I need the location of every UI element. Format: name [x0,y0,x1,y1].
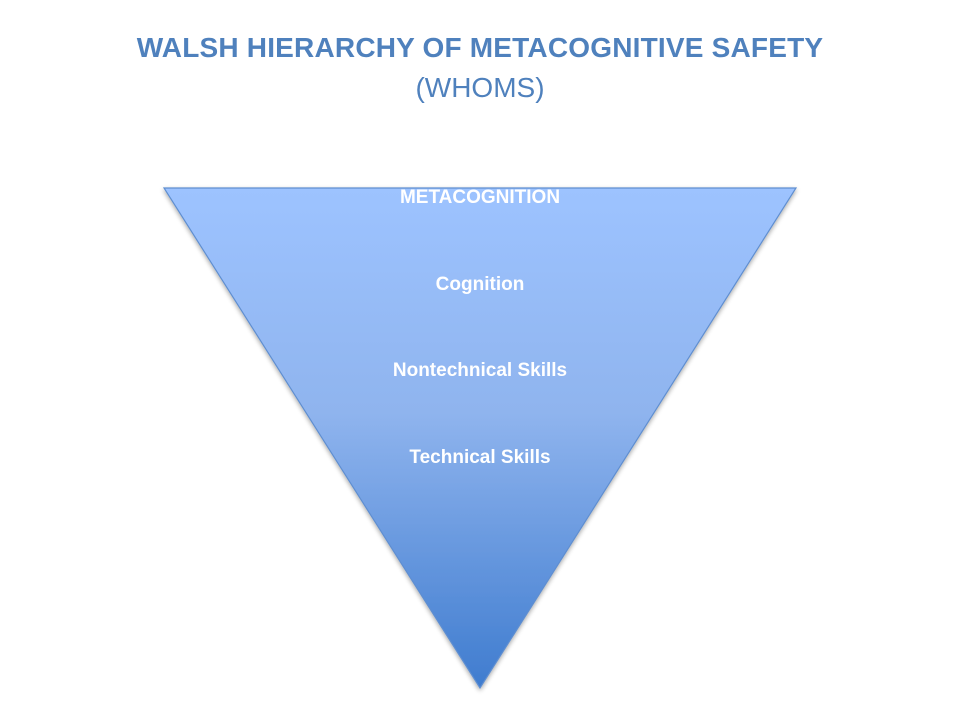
slide-title: WALSH HIERARCHY OF METACOGNITIVE SAFETY … [0,28,960,108]
level-cognition: Cognition [435,274,525,295]
title-main: WALSH HIERARCHY OF METACOGNITIVE SAFETY [136,32,824,63]
level-metacognition: METACOGNITION [399,187,561,208]
level-nontechnical-skills: Nontechnical Skills [392,360,568,381]
inverted-triangle-shape [162,187,798,690]
title-subtitle: (WHOMS) [415,72,545,103]
level-technical-skills: Technical Skills [409,447,551,468]
